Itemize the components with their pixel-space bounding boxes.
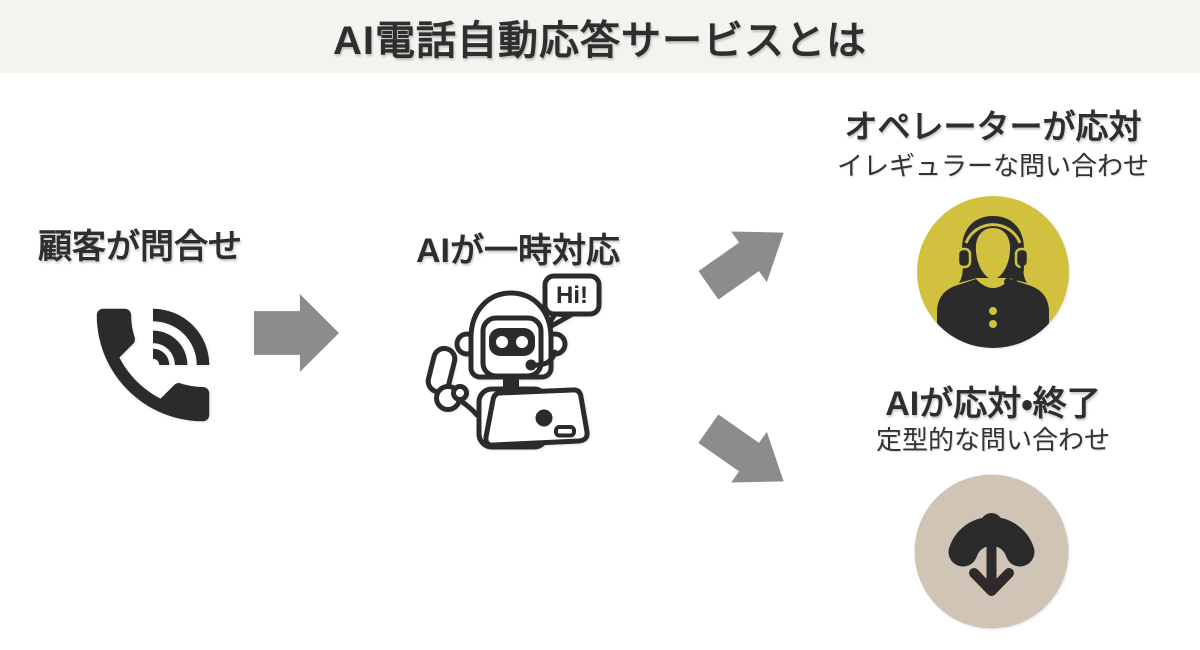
female-operator-headset-icon <box>917 196 1069 348</box>
flow-arrow-down-icon <box>691 403 802 507</box>
flow-arrow-right-icon <box>254 294 339 372</box>
customer-step-label: 顧客が問合せ <box>38 228 242 266</box>
ai-end-branch-subtitle: 定型的な問い合わせ <box>875 425 1110 455</box>
ai-first-step-label: AIが一時対応 <box>416 232 620 270</box>
operator-branch-title: オペレーターが応対 <box>844 108 1142 145</box>
robot-operator-icon: Hi! <box>425 273 602 450</box>
phone-hangup-down-arrow-icon <box>914 474 1069 629</box>
title-banner: AI電話自動応答サービスとは <box>0 0 1200 73</box>
speech-bubble-text: Hi! <box>556 282 588 309</box>
down-arrow-icon <box>969 539 1014 596</box>
flow-arrow-up-icon <box>691 207 802 311</box>
phone-ringing-icon <box>96 308 210 422</box>
operator-branch-subtitle: イレギュラーな問い合わせ <box>836 151 1149 181</box>
page-title: AI電話自動応答サービスとは <box>333 18 867 63</box>
speech-bubble: Hi! <box>542 273 602 332</box>
ai-end-branch-title: AIが応対・終了 <box>885 385 1101 423</box>
